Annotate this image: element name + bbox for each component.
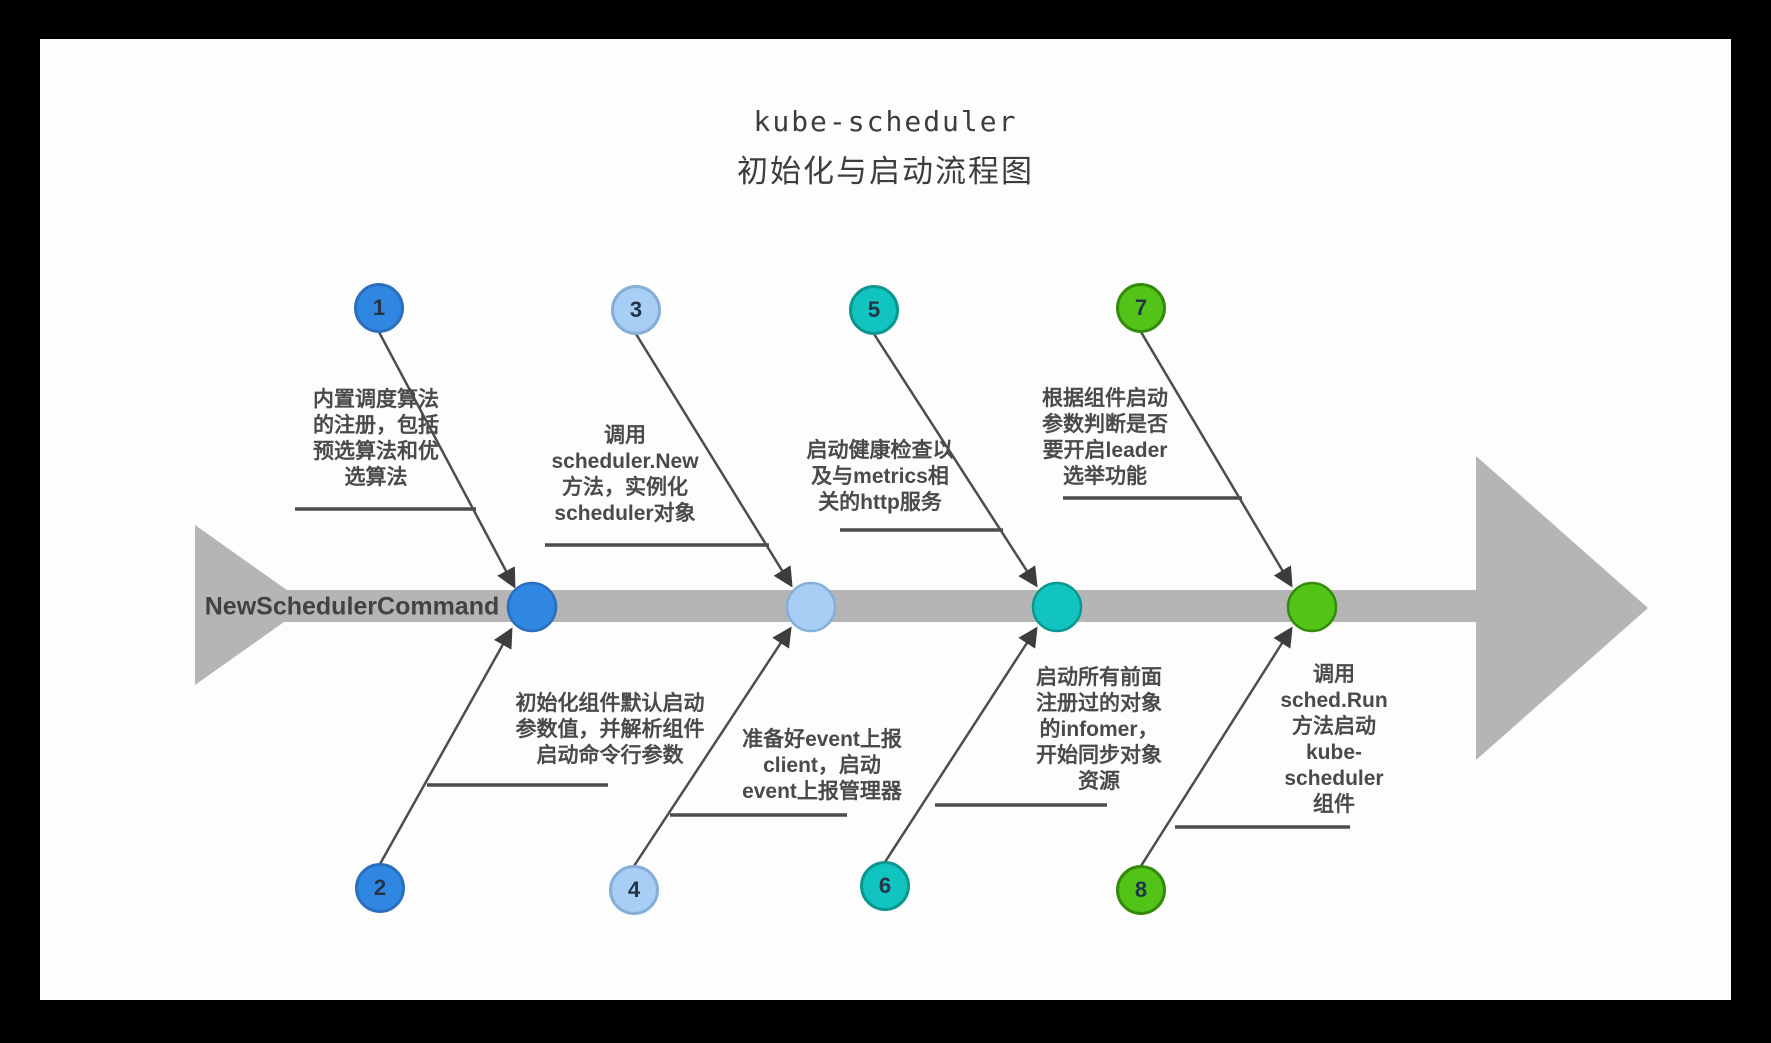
rib-line-7 (1139, 331, 1293, 588)
spine-node-lightblue (785, 581, 837, 633)
diagram-title: kube-scheduler 初始化与启动流程图 (40, 105, 1731, 191)
annotation-step-2: 初始化组件默认启动 参数值，并解析组件 启动命令行参数 (515, 692, 705, 767)
step-circle-2: 2 (355, 863, 405, 913)
rib-line-2 (378, 627, 513, 865)
fishbone-art (195, 331, 1648, 867)
step-circle-5: 5 (849, 285, 899, 335)
rib-line-5 (872, 333, 1038, 588)
rib-line-6 (883, 626, 1038, 863)
step-circle-8: 8 (1116, 865, 1166, 915)
rib-line-4 (632, 626, 792, 867)
step-circle-6: 6 (860, 861, 910, 911)
annotation-step-1: 内置调度算法 的注册，包括 预选算法和优 选算法 (313, 388, 439, 489)
spine-node-green (1286, 581, 1338, 633)
annotation-step-4: 准备好event上报 client，启动 event上报管理器 (742, 728, 902, 803)
spine-bar (272, 590, 1480, 622)
rib-line-3 (634, 333, 793, 588)
annotation-step-3: 调用 scheduler.New 方法，实例化 scheduler对象 (551, 424, 699, 525)
spine-arrowhead (1476, 456, 1648, 760)
spine-tail-triangle (195, 525, 308, 685)
annotation-step-5: 启动健康检查以 及与metrics相 关的http服务 (806, 439, 954, 514)
rib-line-1 (377, 331, 516, 589)
annotation-step-7: 根据组件启动 参数判断是否 要开启leader 选举功能 (1042, 387, 1168, 488)
step-circle-4: 4 (609, 865, 659, 915)
step-circle-3: 3 (611, 285, 661, 335)
title-line-en: kube-scheduler (753, 105, 1018, 138)
title-line-zh: 初始化与启动流程图 (737, 154, 1034, 189)
step-circle-7: 7 (1116, 283, 1166, 333)
spine-label: NewSchedulerCommand (204, 592, 500, 621)
diagram-canvas: kube-scheduler 初始化与启动流程图 NewSchedulerCom… (40, 39, 1731, 1000)
spine-node-blue (506, 581, 558, 633)
annotation-step-6: 启动所有前面 注册过的对象 的infomer， 开始同步对象 资源 (1036, 666, 1162, 793)
step-circle-1: 1 (354, 283, 404, 333)
rib-line-8 (1139, 626, 1293, 867)
annotation-step-8: 调用 sched.Run 方法启动 kube- scheduler 组件 (1280, 663, 1388, 816)
spine-node-teal (1031, 581, 1083, 633)
